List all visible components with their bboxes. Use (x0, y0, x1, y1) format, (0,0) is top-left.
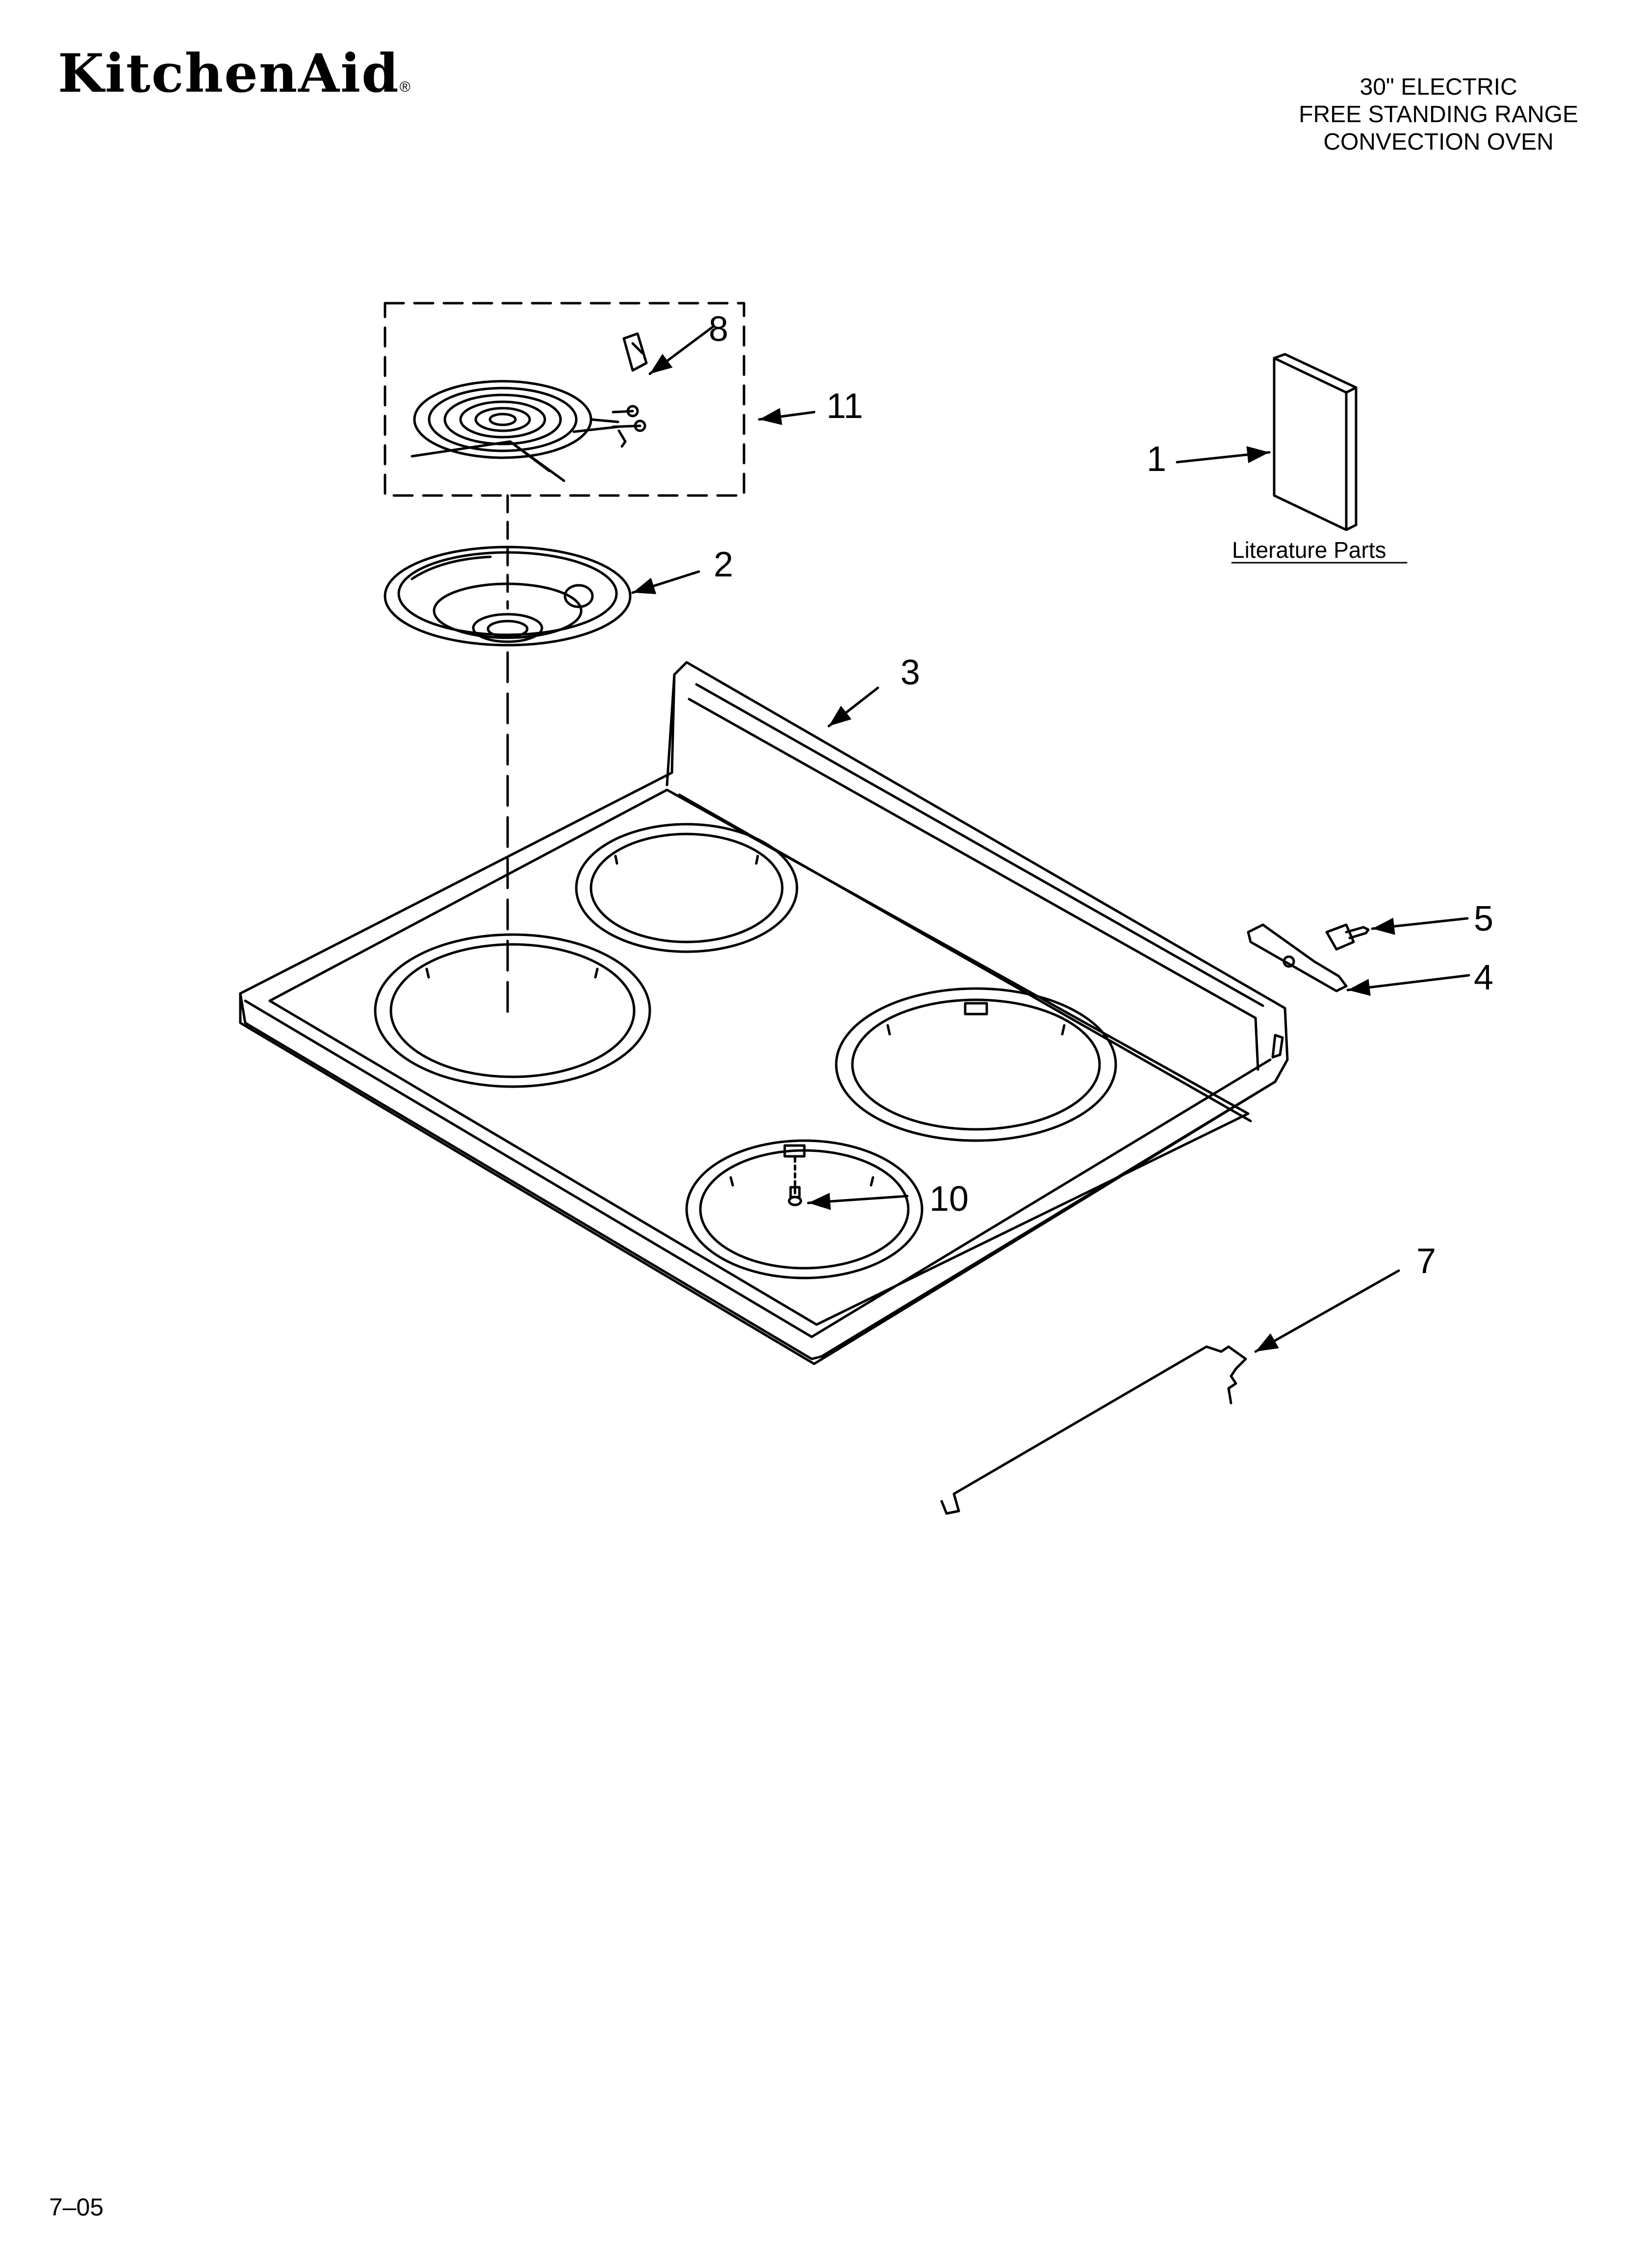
callout-7: 7 (1416, 1242, 1436, 1281)
element-assembly-box (384, 302, 745, 497)
kitchenaid-logo: KitchenAid® (58, 47, 411, 100)
title-line-3: CONVECTION OVEN (1323, 129, 1554, 155)
brand-name: KitchenAid (58, 43, 400, 104)
rod-7 (940, 1345, 1247, 1515)
date-code: 7–05 (49, 2193, 104, 2221)
callout-2: 2 (714, 545, 733, 584)
title-line-2: FREE STANDING RANGE (1299, 102, 1578, 128)
surface-element-coil (410, 380, 646, 482)
cooktop (239, 661, 1289, 1365)
burner-opening-rear-left (575, 823, 798, 953)
callout-11: 11 (826, 387, 863, 426)
title-line-1: 30" ELECTRIC (1360, 74, 1517, 100)
callout-leaders (631, 325, 1470, 1353)
literature-parts-label: Literature Parts (1232, 537, 1386, 563)
callout-3: 3 (900, 653, 920, 692)
diagram-title: 30" ELECTRIC FREE STANDING RANGE CONVECT… (1299, 74, 1578, 156)
screw-5 (1325, 923, 1370, 951)
burner-opening-front-right (685, 1139, 924, 1279)
registered-mark: ® (399, 79, 411, 95)
drip-bowl (384, 546, 632, 647)
callout-4: 4 (1474, 958, 1493, 997)
terminal-block (622, 332, 648, 372)
literature-parts: Literature Parts (1231, 353, 1408, 564)
burner-opening-rear-right (835, 987, 1117, 1142)
screw-10 (788, 1156, 802, 1206)
callout-10: 10 (929, 1179, 969, 1219)
callout-1: 1 (1147, 440, 1166, 479)
callout-8: 8 (709, 310, 728, 349)
callout-5: 5 (1474, 899, 1493, 938)
callout-labels: 1 2 3 4 5 7 8 10 11 (709, 310, 1493, 1281)
bracket-4 (1247, 923, 1348, 992)
burner-opening-front-left (374, 933, 651, 1088)
